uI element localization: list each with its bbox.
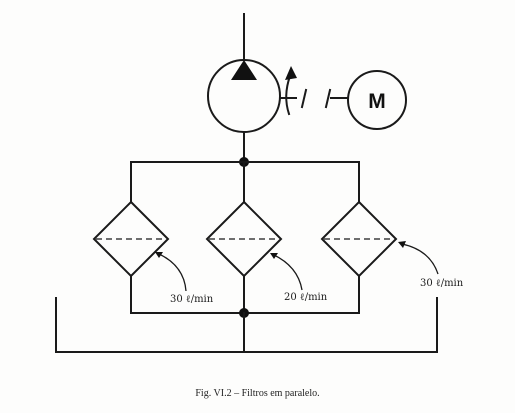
leader-right-arrowhead-icon (398, 241, 406, 248)
leader-right (401, 243, 439, 275)
rotation-arrow (285, 74, 292, 116)
pump-triangle-icon (231, 60, 257, 80)
coupling-mark-1 (300, 88, 308, 109)
leader-left-arrowhead-icon (155, 252, 163, 258)
figure-caption: Fig. VI.2 – Filtros em paralelo. (195, 388, 320, 399)
leader-center (271, 253, 303, 291)
motor-label: M (368, 90, 386, 113)
motor-circle (347, 70, 407, 130)
flow-label-left: 30 ℓ/min (170, 294, 214, 305)
reservoir-tank (55, 297, 438, 353)
leader-center-arrowhead-icon (270, 253, 278, 259)
coupling-mark-2 (324, 88, 332, 109)
flow-label-right: 30 ℓ/min (420, 278, 464, 289)
leader-left (156, 252, 187, 292)
rotation-arrowhead-icon (285, 66, 297, 80)
flow-label-center: 20 ℓ/min (284, 292, 328, 303)
